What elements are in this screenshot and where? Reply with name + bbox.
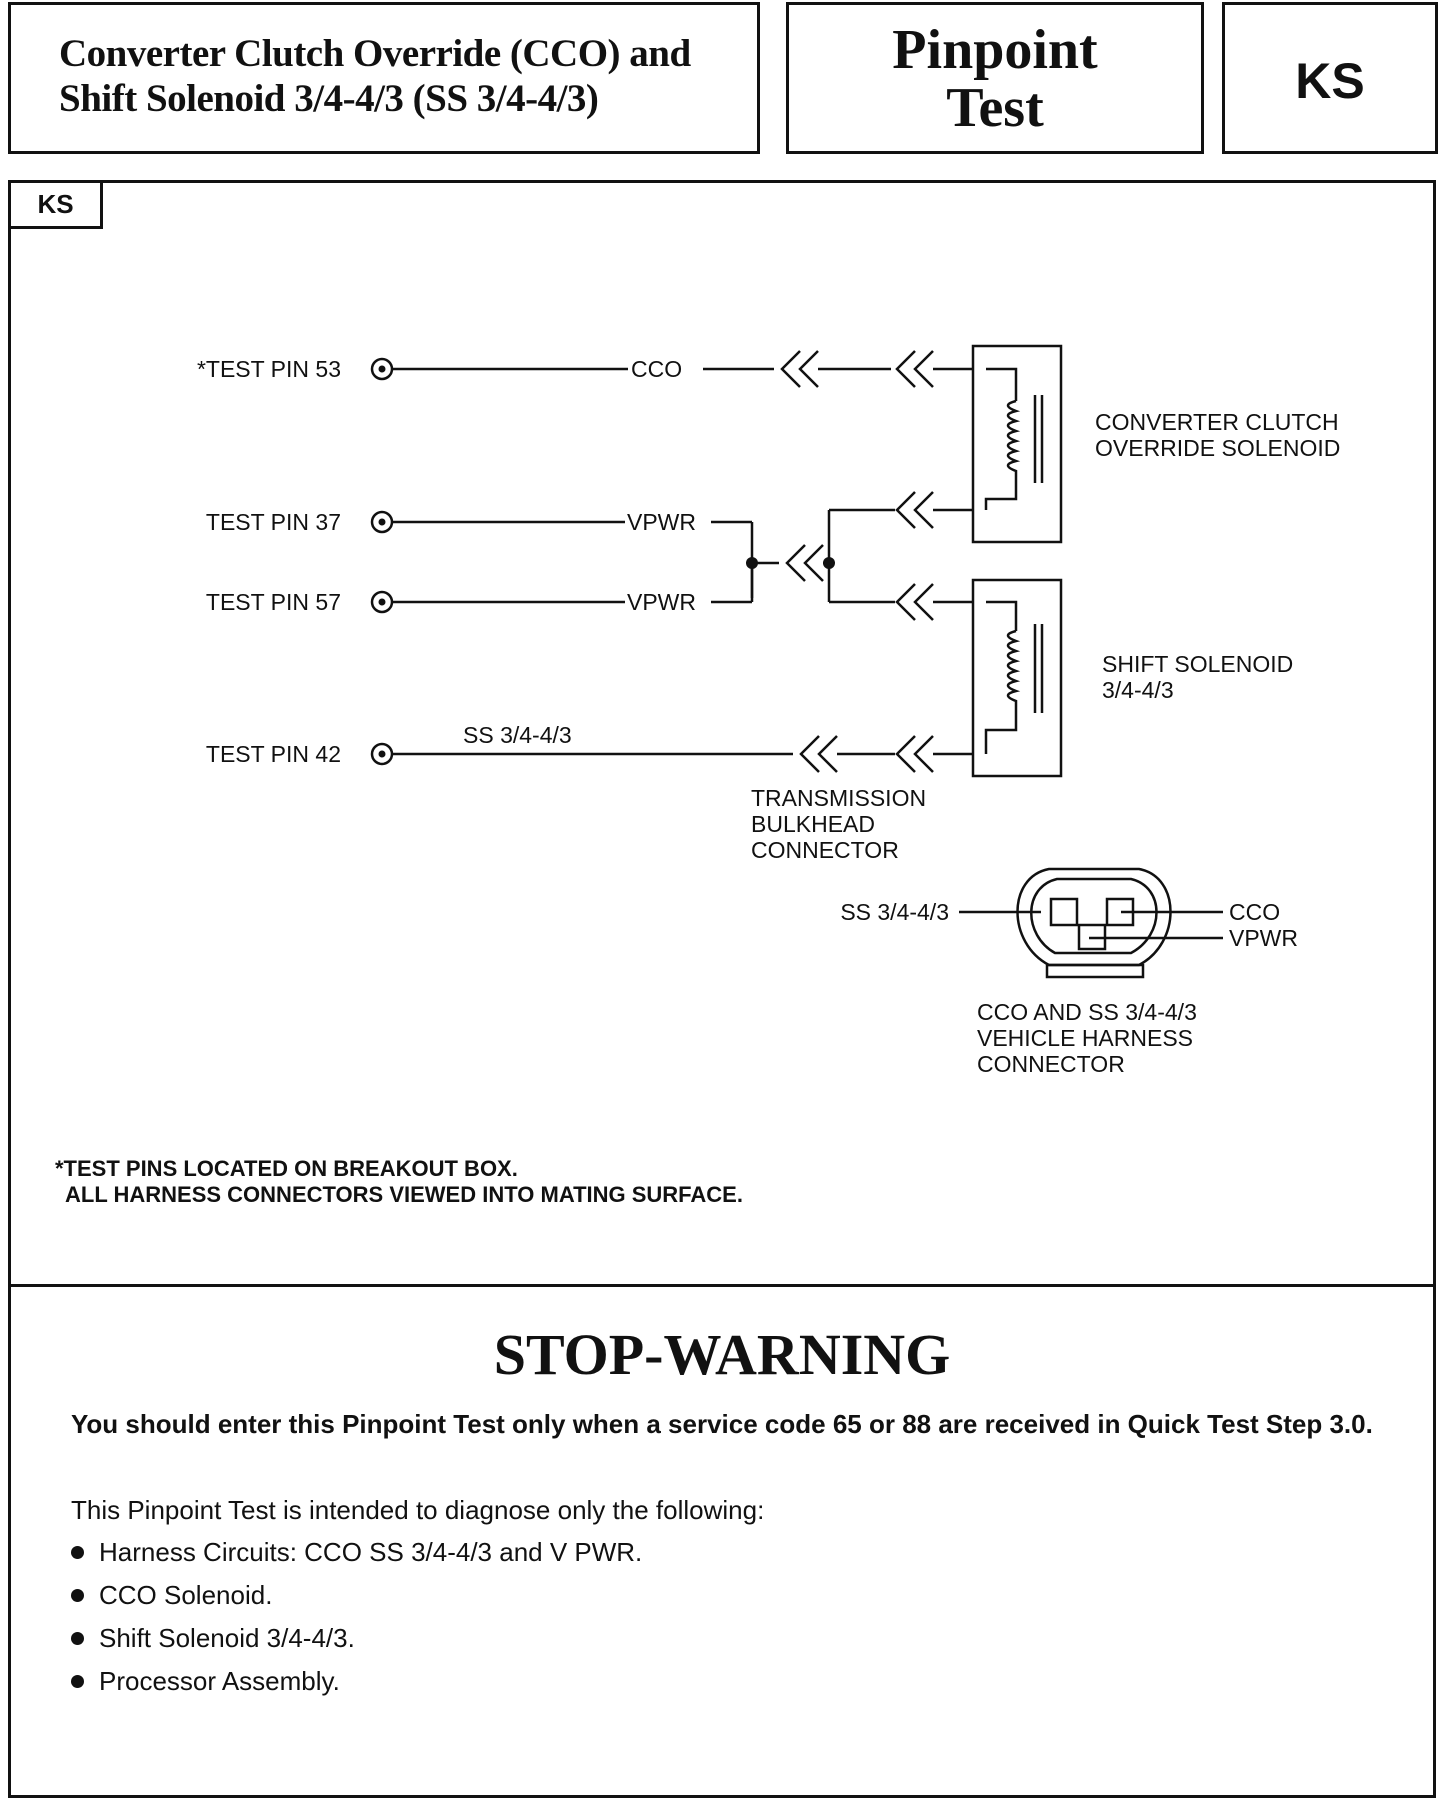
- wiring-diagram: *TEST PIN 53 TEST PIN 37 TEST PIN 57 TES…: [55, 344, 1340, 1207]
- breakout-note-line-2: ALL HARNESS CONNECTORS VIEWED INTO MATIN…: [65, 1182, 743, 1207]
- stop-warning-title: STOP-WARNING: [493, 1322, 951, 1387]
- pinpoint-test-box: Pinpoint Test: [786, 2, 1204, 154]
- list-item: Shift Solenoid 3/4-4/3.: [71, 1623, 642, 1666]
- test-code-box: KS: [1222, 2, 1438, 154]
- harness-connector-outline: [1016, 867, 1172, 967]
- harness-ss-label: SS 3/4-4/3: [840, 899, 949, 925]
- pinpoint-label-line-2: Test: [946, 77, 1044, 139]
- shift-solenoid-label-2: 3/4-4/3: [1102, 677, 1174, 703]
- diagnose-intro: This Pinpoint Test is intended to diagno…: [71, 1495, 765, 1525]
- wire-label-ss: SS 3/4-4/3: [463, 722, 572, 748]
- harness-connector-label-1: CCO AND SS 3/4-4/3: [977, 999, 1197, 1025]
- harness-terminal-vpwr: [1077, 923, 1107, 951]
- harness-connector-label-2: VEHICLE HARNESS: [977, 1025, 1193, 1051]
- cco-solenoid-label-2: OVERRIDE SOLENOID: [1095, 435, 1340, 461]
- test-pin-37-label: TEST PIN 37: [206, 509, 341, 535]
- test-pin-37-symbol: [370, 510, 394, 534]
- test-pin-57-label: TEST PIN 57: [206, 589, 341, 615]
- bulkhead-label-2: BULKHEAD: [751, 811, 875, 837]
- test-pin-53-symbol: [370, 357, 394, 381]
- shift-solenoid-label-1: SHIFT SOLENOID: [1102, 651, 1293, 677]
- stop-warning-panel: STOP-WARNING You should enter this Pinpo…: [8, 1284, 1436, 1798]
- harness-cco-label: CCO: [1229, 899, 1280, 925]
- bullet-icon: [71, 1589, 84, 1602]
- connector-chevron-cco-solenoid: [895, 350, 934, 388]
- wire-label-vpwr-37: VPWR: [627, 509, 696, 535]
- splice-dot-left: [746, 557, 758, 569]
- connector-chevron-vpwr-shift: [895, 583, 934, 621]
- list-item: Processor Assembly.: [71, 1666, 642, 1709]
- shift-solenoid-coil: [1006, 629, 1021, 705]
- harness-terminal-ss: [1049, 897, 1079, 927]
- diagnose-list: Harness Circuits: CCO SS 3/4-4/3 and V P…: [71, 1537, 642, 1709]
- cco-solenoid-coil: [1006, 399, 1021, 475]
- test-pin-53-label: *TEST PIN 53: [197, 356, 341, 382]
- bullet-icon: [71, 1675, 84, 1688]
- diagram-tab-label: KS: [11, 183, 103, 229]
- harness-vpwr-label: VPWR: [1229, 925, 1298, 951]
- header-title-box: Converter Clutch Override (CCO) and Shif…: [8, 2, 760, 154]
- service-code-instruction: You should enter this Pinpoint Test only…: [71, 1409, 1373, 1439]
- test-code: KS: [1295, 53, 1365, 109]
- test-pin-42-label: TEST PIN 42: [206, 741, 341, 767]
- breakout-note-line-1: *TEST PINS LOCATED ON BREAKOUT BOX.: [55, 1156, 518, 1181]
- bulkhead-label-3: CONNECTOR: [751, 837, 899, 863]
- test-pin-symbols: [370, 357, 835, 766]
- bullet-icon: [71, 1632, 84, 1645]
- connector-chevron-ss-bulkhead: [799, 735, 838, 773]
- harness-terminal-cco: [1105, 897, 1135, 927]
- connector-chevron-ss-solenoid: [895, 735, 934, 773]
- splice-dot-right: [823, 557, 835, 569]
- bullet-icon: [71, 1546, 84, 1559]
- header-title-line-2: Shift Solenoid 3/4-4/3 (SS 3/4-4/3): [59, 77, 599, 120]
- wire-label-cco: CCO: [631, 356, 682, 382]
- pinpoint-label-line-1: Pinpoint: [892, 19, 1098, 81]
- bulkhead-label-1: TRANSMISSION: [751, 785, 926, 811]
- test-pin-42-symbol: [370, 742, 394, 766]
- cco-solenoid-box: [971, 344, 1063, 544]
- list-item: Harness Circuits: CCO SS 3/4-4/3 and V P…: [71, 1537, 642, 1580]
- wire-label-vpwr-57: VPWR: [627, 589, 696, 615]
- harness-connector-label-3: CONNECTOR: [977, 1051, 1125, 1077]
- test-pin-57-symbol: [370, 590, 394, 614]
- header-title-line-1: Converter Clutch Override (CCO) and: [59, 32, 691, 75]
- connector-chevron-vpwr-cco: [895, 491, 934, 529]
- shift-solenoid-box: [971, 578, 1063, 778]
- list-item: CCO Solenoid.: [71, 1580, 642, 1623]
- connector-chevron-cco-bulkhead: [780, 350, 819, 388]
- wiring-diagram-panel: KS: [8, 180, 1436, 1290]
- connector-chevron-vpwr-bulkhead: [785, 544, 824, 582]
- cco-solenoid-label-1: CONVERTER CLUTCH: [1095, 409, 1339, 435]
